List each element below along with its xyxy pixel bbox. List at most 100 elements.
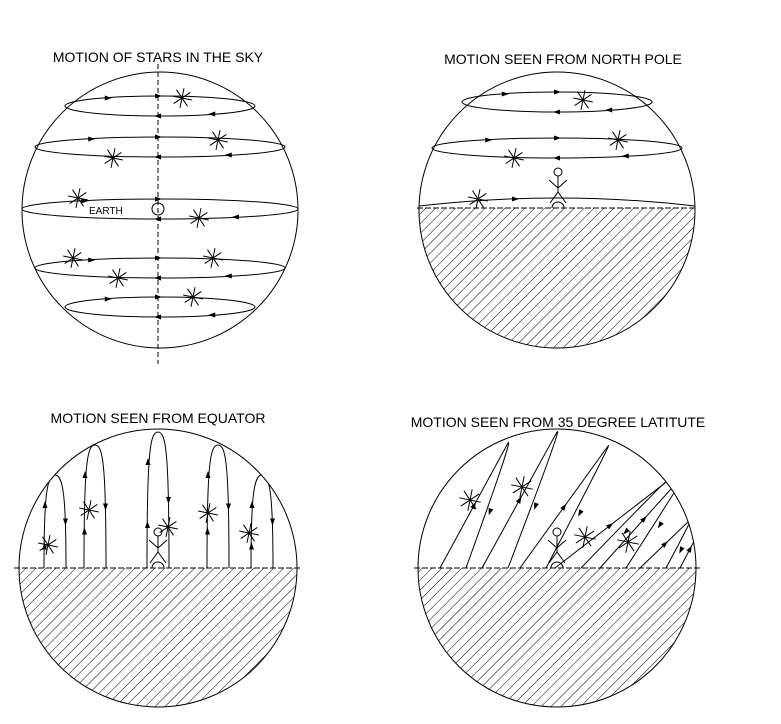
- star-ray: [209, 134, 227, 146]
- observer-body: [148, 536, 168, 564]
- sky-sphere: [418, 71, 696, 349]
- star-path-setting: [545, 445, 609, 569]
- star-ray: [109, 272, 127, 284]
- star-ray: [204, 252, 222, 264]
- observer-head: [553, 167, 563, 177]
- direction-arrow-icon: [512, 196, 519, 202]
- star-icon: [103, 148, 123, 168]
- star-icon: [608, 130, 628, 150]
- direction-arrow-icon: [155, 196, 162, 202]
- star-path-setting: [625, 468, 689, 569]
- star-path-orbit: [21, 198, 299, 220]
- star-ray: [39, 539, 57, 551]
- star-icon: [459, 489, 481, 511]
- star-icon: [63, 248, 83, 268]
- direction-arrow-icon: [231, 214, 239, 220]
- direction-arrow-icon: [501, 91, 509, 97]
- earth-label: EARTH: [89, 206, 123, 217]
- direction-arrow-icon: [154, 154, 161, 160]
- direction-arrow-icon: [42, 501, 48, 508]
- celestial-sphere: [21, 71, 299, 349]
- direction-arrow-icon: [224, 273, 232, 279]
- star-path-setting: [700, 529, 706, 568]
- star-icon: [172, 88, 192, 108]
- direction-arrow-icon: [640, 516, 647, 523]
- star-ray: [184, 291, 202, 303]
- star-icon: [108, 268, 128, 288]
- star-icon: [574, 526, 596, 548]
- star-icon: [189, 208, 209, 228]
- direction-arrow-icon: [103, 503, 108, 511]
- direction-arrow-icon: [145, 521, 150, 528]
- star-icon: [504, 148, 524, 168]
- star-path-orbit: [64, 296, 256, 318]
- star-icon: [203, 248, 223, 268]
- observer-figure-icon: [148, 527, 168, 569]
- star-icon: [158, 517, 178, 537]
- direction-arrow-icon: [249, 542, 254, 550]
- direction-arrow-icon: [553, 109, 560, 115]
- star-path-setting: [507, 431, 559, 569]
- star-path-arc: [83, 444, 107, 569]
- direction-arrow-icon: [657, 521, 664, 529]
- direction-arrow-icon: [249, 501, 255, 508]
- panel-title: MOTION OF STARS IN THE SKY: [53, 49, 264, 65]
- star-icon: [198, 503, 218, 523]
- earth-icon: [151, 561, 165, 569]
- direction-arrow-icon: [686, 545, 692, 553]
- panel-north-pole: MOTION SEEN FROM NORTH POLE: [417, 51, 697, 349]
- star-path-orbit: [431, 137, 683, 159]
- earth-icon: [551, 201, 565, 209]
- star-icon: [617, 531, 639, 553]
- star-ray: [80, 504, 98, 516]
- panel-title: MOTION SEEN FROM 35 DEGREE LATITUTE: [411, 414, 706, 430]
- direction-arrow-icon: [205, 527, 210, 535]
- star-icon: [68, 188, 88, 208]
- direction-arrow-icon: [104, 95, 112, 101]
- panel-35-degree-latitude: MOTION SEEN FROM 35 DEGREE LATITUTE: [411, 414, 708, 708]
- star-ray: [469, 193, 487, 205]
- direction-arrow-icon: [488, 507, 494, 516]
- direction-arrow-icon: [621, 153, 629, 159]
- star-ray: [575, 530, 595, 544]
- direction-arrow-icon: [154, 113, 161, 119]
- direction-arrow-icon: [155, 93, 162, 99]
- direction-arrow-icon: [623, 527, 630, 535]
- direction-arrow-icon: [534, 502, 539, 510]
- star-icon: [239, 523, 259, 543]
- direction-arrow-icon: [82, 527, 87, 535]
- direction-arrow-icon: [703, 552, 708, 559]
- star-ray: [159, 521, 177, 533]
- ground-hatch: [418, 568, 696, 707]
- direction-arrow-icon: [81, 198, 89, 204]
- panel-equator: MOTION SEEN FROM EQUATOR: [14, 410, 300, 708]
- star-icon: [208, 130, 228, 150]
- direction-arrow-icon: [578, 509, 584, 517]
- observer-body: [547, 536, 567, 564]
- direction-arrow-icon: [515, 496, 522, 504]
- direction-arrow-icon: [154, 216, 161, 222]
- panel-title: MOTION SEEN FROM EQUATOR: [51, 410, 266, 426]
- direction-arrow-icon: [606, 523, 614, 530]
- star-icon: [468, 189, 488, 209]
- star-path-setting: [665, 518, 692, 569]
- star-icon: [183, 287, 203, 307]
- direction-arrow-icon: [224, 152, 232, 158]
- star-path-orbit: [461, 91, 653, 113]
- direction-arrow-icon: [205, 471, 211, 478]
- star-ray: [104, 152, 122, 164]
- direction-arrow-icon: [605, 107, 613, 113]
- earth-icon: [550, 561, 564, 569]
- star-path-setting: [580, 481, 666, 569]
- ground-hatch: [419, 208, 695, 348]
- direction-arrow-icon: [226, 503, 231, 511]
- star-ray: [190, 212, 208, 224]
- observer-body: [548, 176, 568, 204]
- direction-arrow-icon: [553, 155, 560, 161]
- star-icon: [79, 500, 99, 520]
- star-path-arc: [43, 474, 67, 569]
- star-path-arc: [206, 444, 230, 569]
- star-ray: [609, 134, 627, 146]
- star-ray: [574, 94, 592, 106]
